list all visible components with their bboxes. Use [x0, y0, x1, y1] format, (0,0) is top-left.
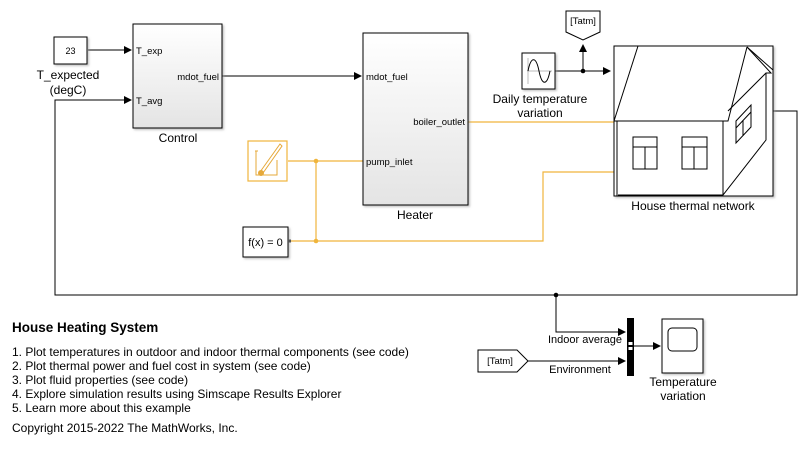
port-pump-inlet: pump_inlet [366, 157, 413, 168]
annotation-link-plot-fluid-properties[interactable]: 3. Plot fluid properties (see code) [12, 373, 189, 387]
annotation-link-learn-more[interactable]: 5. Learn more about this example [12, 401, 191, 415]
port-boiler-outlet: boiler_outlet [413, 117, 465, 128]
house-thermal-network-block[interactable]: House thermal network [613, 45, 774, 213]
line-solver-to-house[interactable] [290, 171, 614, 242]
phys-junction [313, 238, 319, 244]
annotation-link-plot-temperatures[interactable]: 1. Plot temperatures in outdoor and indo… [12, 345, 409, 359]
solver-text: f(x) = 0 [248, 237, 283, 249]
house-label: House thermal network [631, 199, 755, 213]
signal-label-indoor-average: Indoor average [548, 334, 622, 346]
sine-wave-block[interactable]: Daily temperature variation [493, 52, 588, 120]
fluid-properties-block[interactable] [247, 140, 288, 182]
line-feedback-tavg[interactable] [54, 96, 798, 296]
sine-wave-icon [527, 58, 552, 84]
annotation-link-plot-thermal-power[interactable]: 2. Plot thermal power and fuel cost in s… [12, 359, 311, 373]
constant-value: 23 [65, 46, 75, 56]
mux-block[interactable] [627, 318, 634, 376]
port-mdot-fuel-out: mdot_fuel [177, 72, 219, 83]
copyright-text: Copyright 2015-2022 The MathWorks, Inc. [12, 421, 238, 435]
scope-label: Temperature [649, 375, 717, 389]
port-t-avg: T_avg [136, 96, 162, 107]
beaker-thermometer-icon [255, 143, 283, 176]
sine-label: Daily temperature [493, 92, 588, 106]
constant-block[interactable]: 23 T_expected (degC) [37, 36, 100, 97]
solver-port [288, 239, 291, 243]
control-subsystem[interactable]: T_exp T_avg mdot_fuel Control [132, 23, 223, 145]
sine-label-2: variation [517, 106, 562, 120]
phys-junction [313, 158, 319, 164]
scope-icon [667, 327, 698, 352]
scope-block[interactable]: Temperature variation [649, 318, 717, 403]
line-indoor-average[interactable] [555, 295, 626, 336]
heater-subsystem[interactable]: mdot_fuel pump_inlet boiler_outlet Heate… [362, 32, 469, 222]
port-mdot-fuel-in: mdot_fuel [366, 72, 408, 83]
annotation-link-results-explorer[interactable]: 4. Explore simulation results using Sims… [12, 387, 342, 401]
control-label: Control [159, 131, 198, 145]
branch-point [580, 68, 586, 74]
from-tag: [Tatm] [487, 356, 513, 367]
solver-configuration-block[interactable]: f(x) = 0 [242, 226, 291, 258]
port-t-exp: T_exp [136, 46, 162, 57]
goto-tatm-block[interactable]: [Tatm] [565, 10, 601, 41]
goto-tag: [Tatm] [570, 16, 596, 27]
house-icon [613, 45, 774, 197]
signal-label-environment: Environment [549, 364, 611, 376]
annotation-heading: House Heating System [12, 320, 159, 335]
model-annotation: House Heating System 1. Plot temperature… [12, 320, 409, 435]
scope-label-2: variation [660, 389, 705, 403]
constant-label-unit: (degC) [50, 83, 87, 97]
heater-label: Heater [397, 208, 433, 222]
constant-label: T_expected [37, 68, 100, 82]
from-tatm-block[interactable]: [Tatm] [477, 349, 529, 373]
